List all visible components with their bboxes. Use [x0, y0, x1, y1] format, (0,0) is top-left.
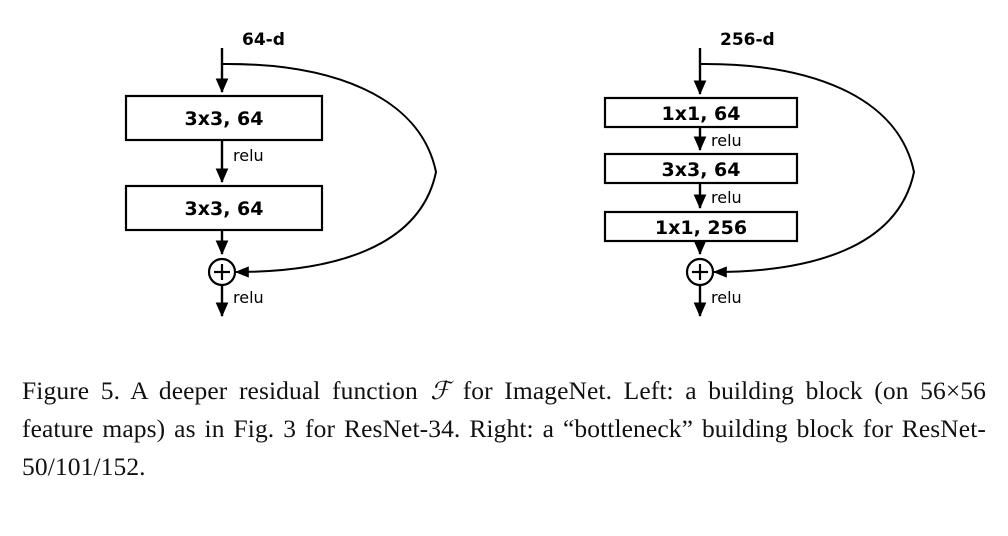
right-conv-block-3-label: 1x1, 256	[655, 217, 747, 239]
figure-caption: Figure 5. A deeper residual function ℱ f…	[22, 372, 986, 486]
right-relu-label-2: relu	[711, 188, 742, 207]
right-conv-block-2-label: 3x3, 64	[662, 159, 741, 181]
right-relu-label-1: relu	[711, 131, 742, 150]
figure-caption-part-2: for ImageNet. Left: a building block (on…	[22, 376, 986, 481]
right-conv-block-3	[603, 210, 799, 243]
left-conv-block-1	[124, 94, 324, 142]
figure-caption-part-1: Figure 5. A deeper residual function	[22, 376, 418, 405]
left-residual-block: 64-d 3x3, 64 relu 3x3, 64 relu	[124, 30, 438, 317]
left-conv-block-2-label: 3x3, 64	[185, 198, 264, 220]
figure-caption-math-symbol: ℱ	[430, 376, 451, 405]
right-relu-label-output: relu	[711, 288, 742, 307]
left-relu-label-1: relu	[233, 146, 264, 165]
right-skip-connection-curve	[699, 62, 916, 278]
right-conv-block-1-label: 1x1, 64	[662, 103, 741, 125]
left-relu-label-output: relu	[233, 288, 264, 307]
left-input-dim-label: 64-d	[242, 30, 285, 50]
left-conv-block-2	[124, 184, 324, 232]
left-skip-connection-curve	[221, 62, 438, 278]
left-conv-block-1-label: 3x3, 64	[185, 108, 264, 130]
right-input-dim-label: 256-d	[720, 30, 775, 50]
right-bottleneck-block: 256-d 1x1, 64 relu 3x3, 64 relu 1x1, 256	[603, 30, 916, 317]
residual-block-diagrams: 64-d 3x3, 64 relu 3x3, 64 relu	[124, 30, 916, 317]
